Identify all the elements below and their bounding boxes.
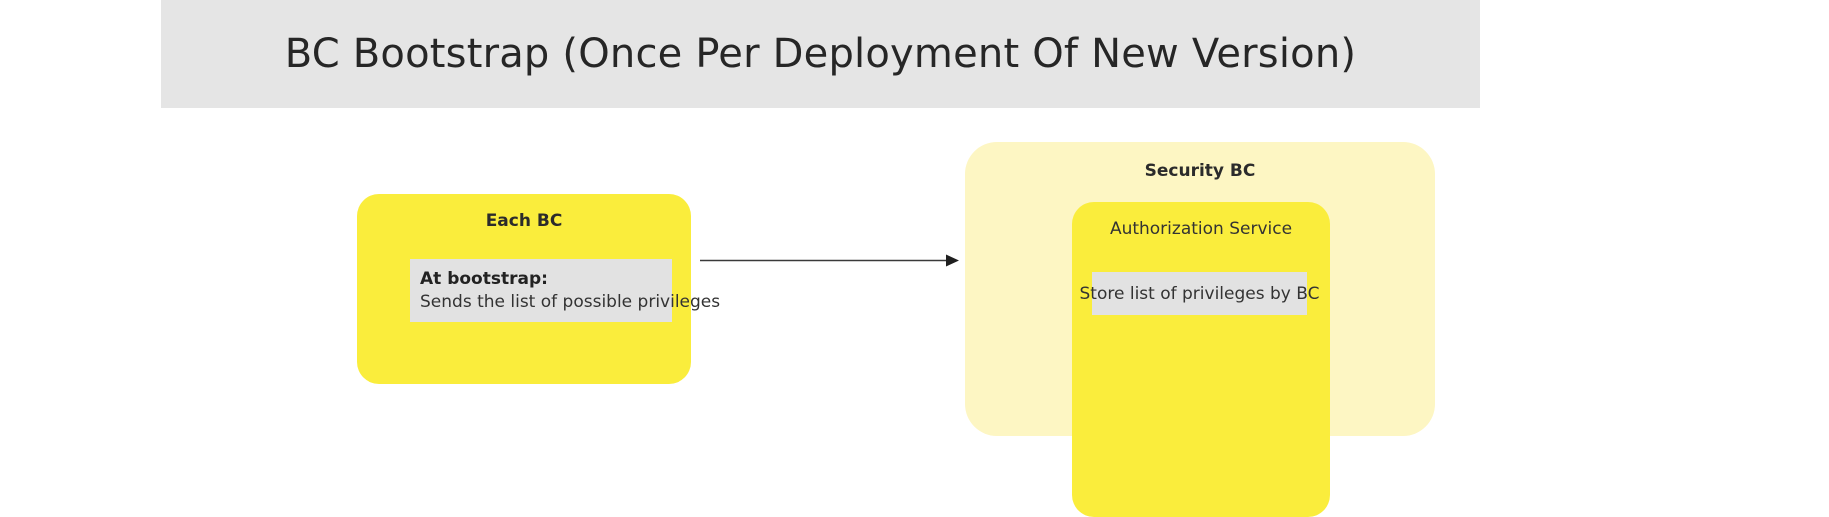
node-each-bc-title: Each BC <box>485 211 563 231</box>
note-body: Store list of privileges by BC <box>1079 283 1320 304</box>
arrow-icon <box>700 254 959 267</box>
node-authorization-service[interactable]: Authorization Service Store list of priv… <box>1072 202 1330 517</box>
node-each-bc-note: At bootstrap: Sends the list of possible… <box>410 259 721 322</box>
edge-each-bc-to-security-bc <box>700 240 960 280</box>
node-authorization-service-note: Store list of privileges by BC <box>1080 272 1319 315</box>
page-title: BC Bootstrap (Once Per Deployment Of New… <box>284 31 1357 77</box>
diagram-canvas: BC Bootstrap (Once Per Deployment Of New… <box>161 0 1480 517</box>
note-heading: At bootstrap: <box>420 269 548 289</box>
node-security-bc[interactable]: Security BC Authorization Service Store … <box>965 142 1435 517</box>
note-body: Sends the list of possible privileges <box>420 291 721 312</box>
header-bar: BC Bootstrap (Once Per Deployment Of New… <box>161 0 1480 108</box>
node-security-bc-title: Security BC <box>1144 161 1256 181</box>
node-authorization-service-title: Authorization Service <box>1109 219 1293 239</box>
node-each-bc[interactable]: Each BC At bootstrap: Sends the list of … <box>357 194 721 384</box>
